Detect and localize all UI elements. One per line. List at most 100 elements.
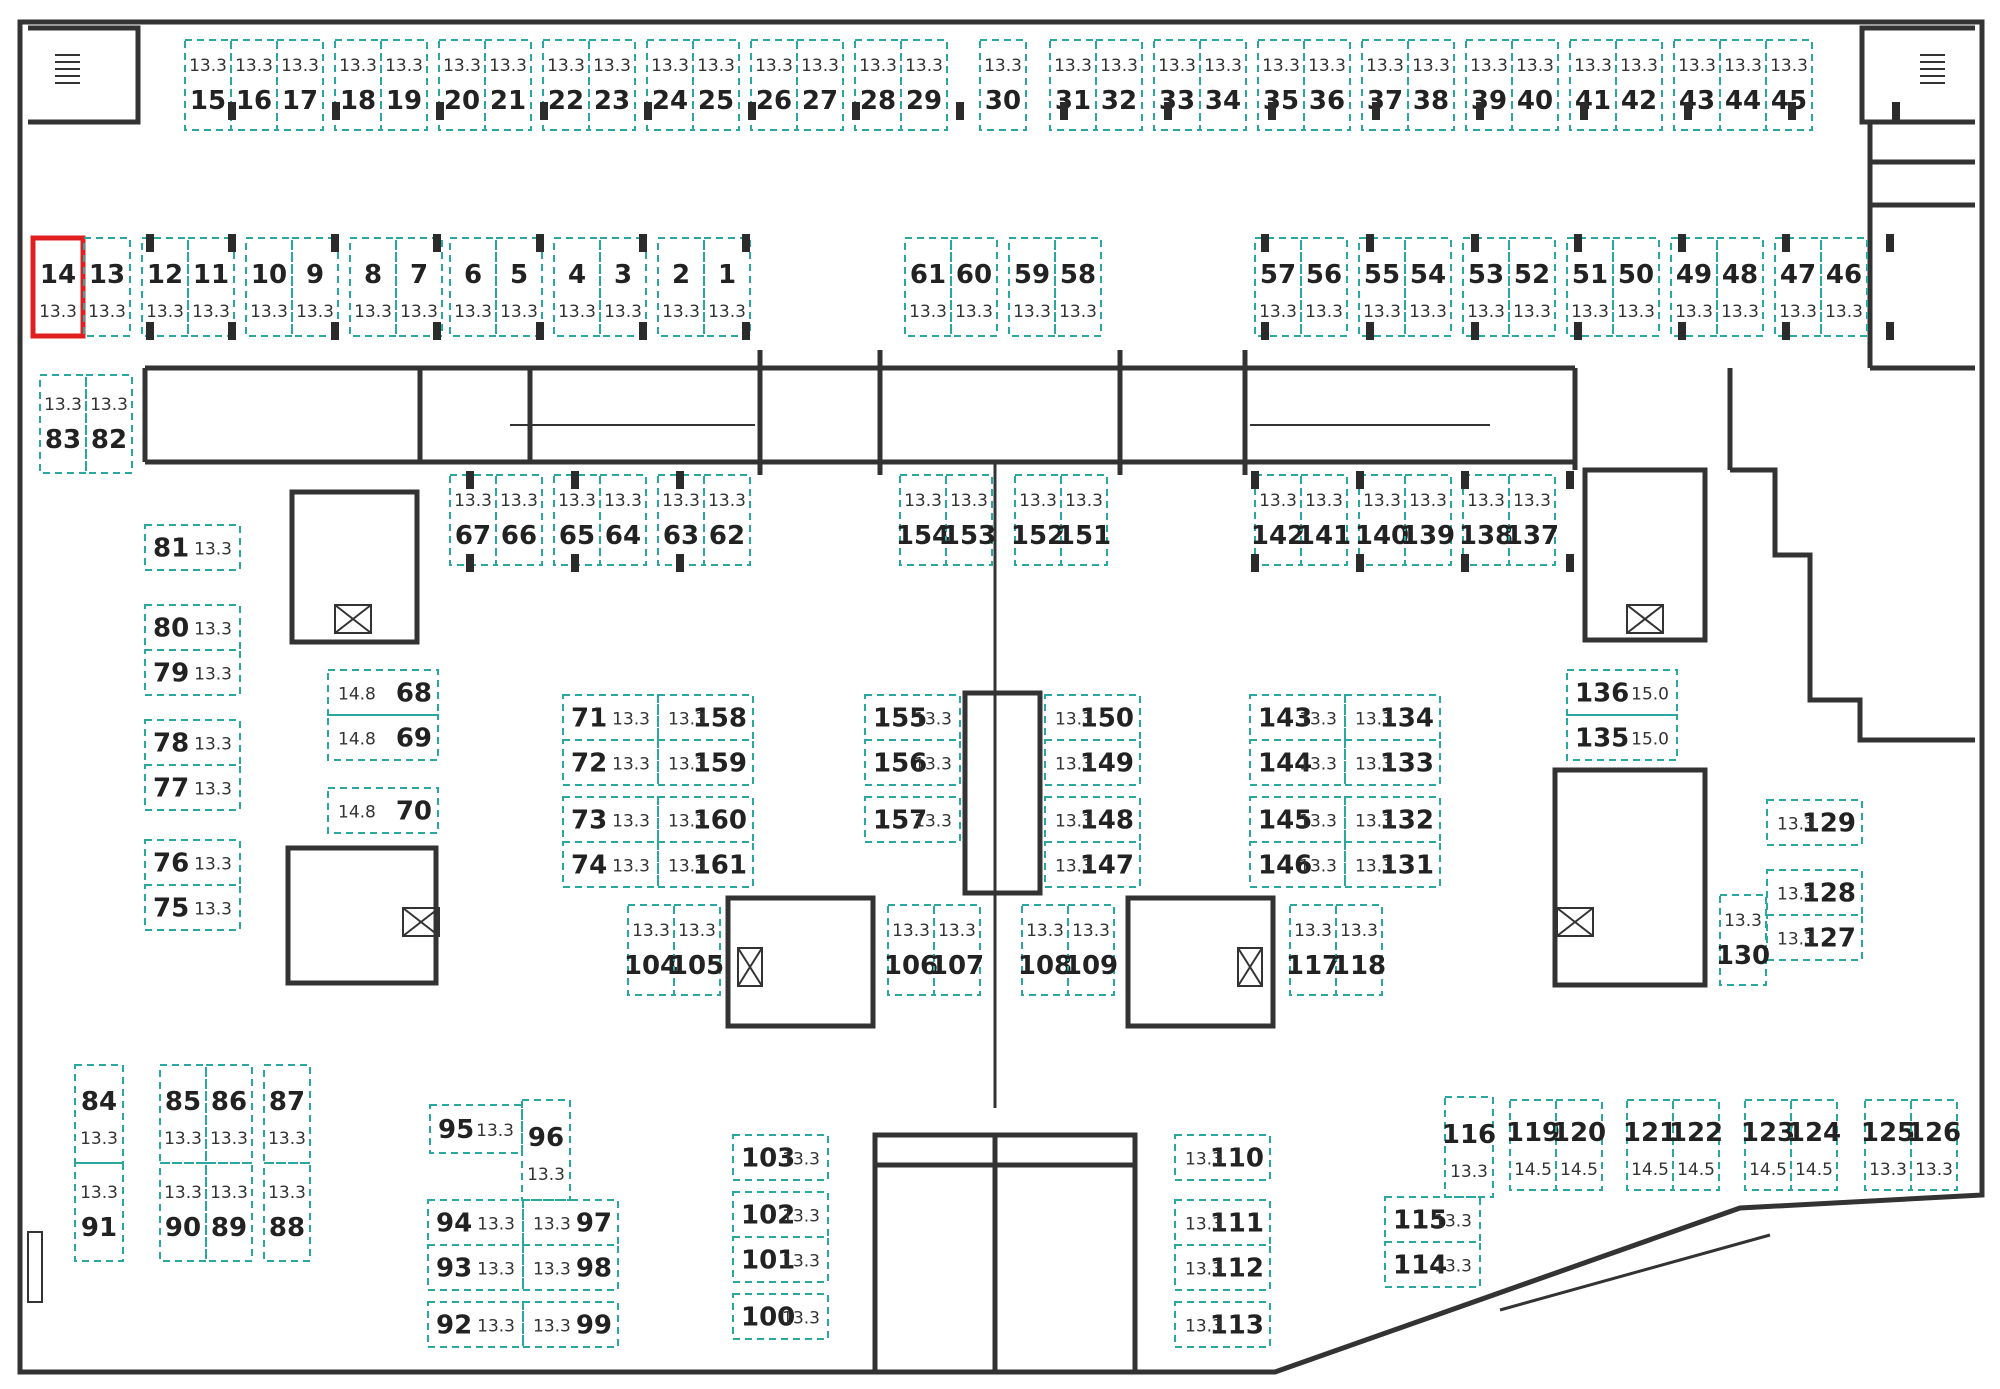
parking-space-1[interactable]: 113.3 [703, 237, 751, 337]
parking-space-7[interactable]: 713.3 [395, 237, 443, 337]
parking-space-3[interactable]: 313.3 [599, 237, 647, 337]
parking-space-6[interactable]: 613.3 [449, 237, 497, 337]
parking-space-2[interactable]: 213.3 [657, 237, 705, 337]
